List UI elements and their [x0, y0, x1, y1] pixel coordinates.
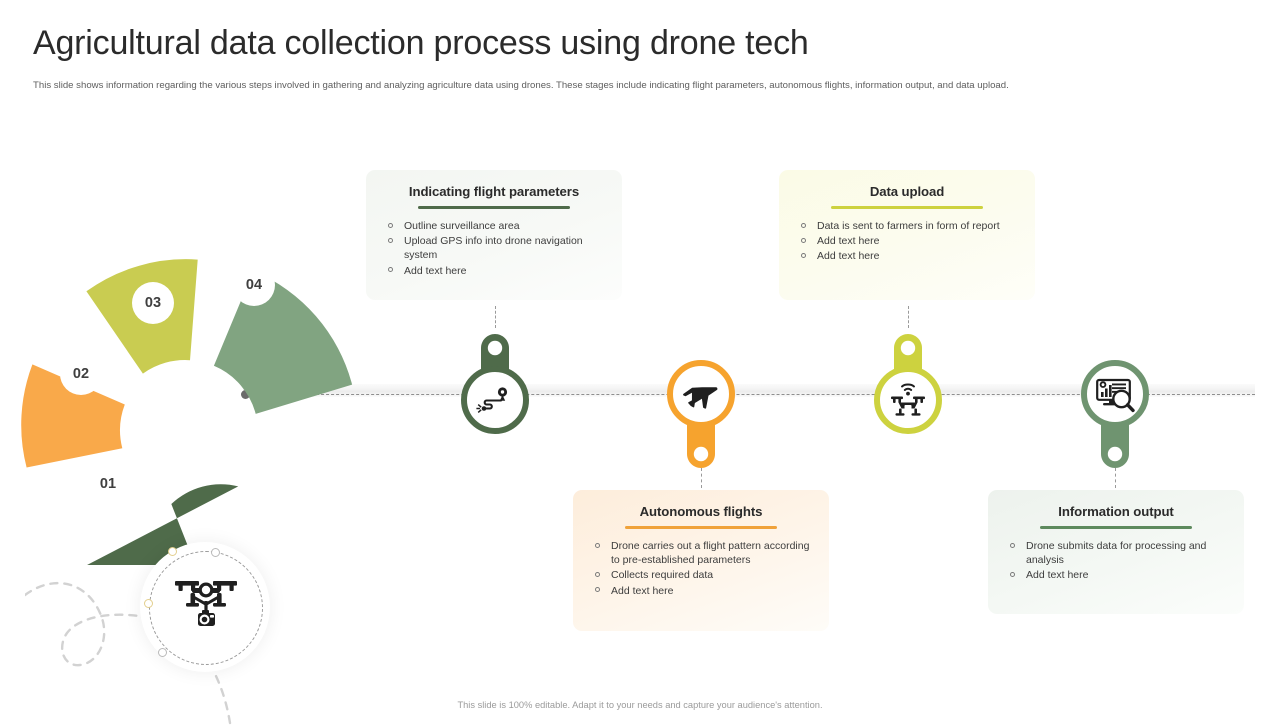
milestone-4-tab: [1101, 422, 1129, 468]
card-4-list: Drone submits data for processing and an…: [1006, 539, 1226, 583]
hub-node-4: [158, 648, 167, 657]
fan-number-02: 02: [60, 353, 102, 395]
milestone-1-stem: [494, 306, 496, 328]
page-title: Agricultural data collection process usi…: [33, 24, 809, 62]
list-item: Data is sent to farmers in form of repor…: [797, 219, 1017, 233]
milestone-4-stem: [1114, 468, 1116, 488]
page-subtitle: This slide shows information regarding t…: [33, 80, 1009, 91]
milestone-2-stem: [700, 468, 702, 488]
card-3-list: Drone carries out a flight pattern accor…: [591, 539, 811, 598]
card-indicating-flight-parameters[interactable]: Indicating flight parameters Outline sur…: [366, 170, 622, 300]
milestone-3[interactable]: [868, 306, 948, 438]
card-4-item-2: Add text here: [1026, 569, 1089, 582]
list-item: Drone submits data for processing and an…: [1006, 539, 1226, 567]
route-map-pin-icon: [476, 387, 508, 413]
card-2-rule: [831, 206, 983, 209]
card-2-list: Data is sent to farmers in form of repor…: [797, 219, 1017, 264]
list-item: Add text here: [797, 234, 1017, 248]
fan-number-04: 04: [233, 264, 275, 306]
fan-number-03: 03: [132, 282, 174, 324]
card-1-list: Outline surveillance area Upload GPS inf…: [384, 219, 604, 278]
bullet-icon: [595, 587, 600, 593]
bullet-icon: [388, 237, 393, 243]
hub-node-3: [144, 599, 153, 608]
timeline-origin-dot: [241, 390, 250, 399]
list-item: Upload GPS info into drone navigation sy…: [384, 234, 604, 262]
milestone-1-ring[interactable]: [461, 366, 529, 434]
card-1-item-2: Upload GPS info into drone navigation sy…: [404, 235, 583, 262]
data-analysis-search-icon: [1096, 378, 1135, 413]
card-2-title: Data upload: [869, 184, 945, 199]
card-4-item-1: Drone submits data for processing and an…: [1026, 540, 1207, 567]
card-2-item-1: Data is sent to farmers in form of repor…: [817, 220, 1000, 232]
card-4-title: Information output: [1058, 504, 1174, 519]
list-item: Add text here: [1006, 568, 1226, 582]
fan-segment-02: [21, 364, 125, 468]
card-2-item-2: Add text here: [817, 235, 880, 248]
card-1-item-1: Outline surveillance area: [404, 220, 520, 232]
list-item: Add text here: [384, 264, 604, 278]
card-3-rule: [625, 526, 777, 529]
milestone-3-stem: [907, 306, 909, 328]
milestone-2-tab: [687, 422, 715, 468]
card-3-item-3: Add text here: [611, 584, 674, 597]
milestone-4-ring[interactable]: [1081, 360, 1149, 428]
milestone-2[interactable]: [661, 360, 741, 488]
card-3-item-1: Drone carries out a flight pattern accor…: [611, 540, 810, 567]
list-item: Collects required data: [591, 568, 811, 582]
bullet-icon: [388, 222, 393, 228]
hub-node-1: [168, 547, 177, 556]
fan-number-01: 01: [87, 463, 129, 505]
drone-signal-icon: [891, 383, 925, 416]
hub-node-2: [211, 548, 220, 557]
list-item: Drone carries out a flight pattern accor…: [591, 539, 811, 567]
fan-hub-dashed-ring: [149, 551, 263, 665]
bullet-icon: [801, 252, 806, 258]
bullet-icon: [801, 222, 806, 228]
card-information-output[interactable]: Information output Drone submits data fo…: [988, 490, 1244, 614]
fan-segment-04: [213, 270, 353, 414]
bullet-icon: [595, 571, 600, 577]
milestone-2-ring[interactable]: [667, 360, 735, 428]
card-1-rule: [418, 206, 570, 209]
process-fan-chart: 01 02 03 04: [14, 185, 374, 672]
card-1-item-3: Add text here: [404, 264, 467, 277]
card-3-item-2: Collects required data: [611, 569, 714, 582]
timeline-dashed-line: [246, 394, 1255, 395]
card-data-upload[interactable]: Data upload Data is sent to farmers in f…: [779, 170, 1035, 300]
milestone-3-ring[interactable]: [874, 366, 942, 434]
milestone-1[interactable]: [455, 306, 535, 438]
card-3-title: Autonomous flights: [639, 504, 763, 519]
list-item: Add text here: [591, 584, 811, 598]
card-4-rule: [1040, 526, 1192, 529]
bullet-icon: [1010, 571, 1015, 577]
footer-note: This slide is 100% editable. Adapt it to…: [457, 700, 823, 710]
milestone-4[interactable]: [1075, 360, 1155, 488]
airplane-icon: [683, 387, 718, 409]
bullet-icon: [595, 542, 600, 548]
bullet-icon: [1010, 542, 1015, 548]
bullet-icon: [801, 237, 806, 243]
drone-with-camera-icon: [175, 581, 237, 626]
list-item: Add text here: [797, 249, 1017, 263]
bullet-icon: [388, 267, 393, 273]
card-autonomous-flights[interactable]: Autonomous flights Drone carries out a f…: [573, 490, 829, 631]
list-item: Outline surveillance area: [384, 219, 604, 233]
card-1-title: Indicating flight parameters: [408, 184, 580, 199]
card-2-item-3: Add text here: [817, 250, 880, 263]
